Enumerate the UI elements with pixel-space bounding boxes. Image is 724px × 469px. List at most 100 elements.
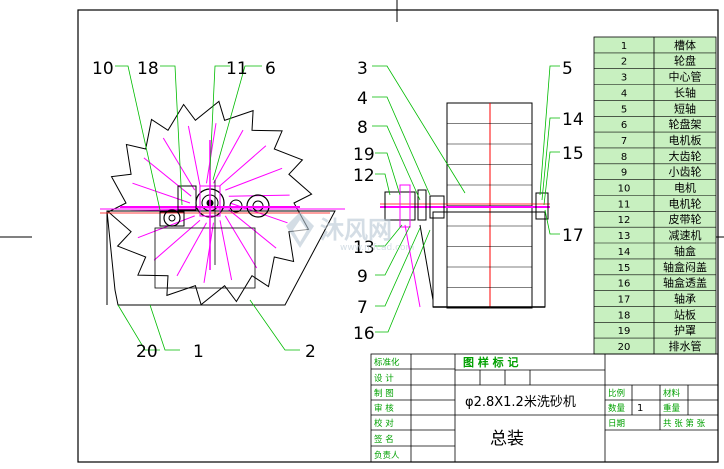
parts-name: 减速机 [669, 228, 702, 242]
wheel-bucket-line [137, 215, 195, 239]
parts-number: 16 [618, 279, 631, 290]
qty-value: 1 [637, 403, 643, 414]
watermark-url: www.mfcad.com [340, 243, 414, 253]
label-design: 设 计 [374, 373, 394, 384]
drawing-title: 总装 [490, 429, 524, 449]
parts-number: 1 [621, 41, 627, 52]
wheel-bucket-line [203, 222, 214, 283]
parts-name: 护罩 [674, 323, 696, 337]
watermark-brand: 沐风网 [320, 216, 392, 244]
label-proofread: 校 对 [374, 418, 394, 429]
parts-name: 小齿轮 [669, 165, 702, 179]
parts-number: 11 [618, 199, 631, 210]
parts-name: 中心管 [669, 70, 702, 84]
parts-number: 7 [621, 136, 627, 147]
callout-15: 15 [562, 144, 584, 164]
parts-name: 轮盘架 [669, 117, 702, 131]
callout-6: 6 [265, 59, 276, 79]
parts-name: 长轴 [674, 85, 696, 99]
callout-13: 13 [353, 238, 375, 258]
parts-name: 轮盘 [674, 54, 696, 68]
callout-3: 3 [357, 59, 368, 79]
date-label: 日期 [608, 419, 625, 429]
label-draw: 制 图 [374, 388, 394, 399]
wheel-bucket-line [153, 219, 201, 261]
tank-body [106, 210, 336, 306]
parts-number: 8 [621, 152, 627, 163]
watermark: 沐风网 www.mfcad.com [286, 212, 414, 253]
machine-name: φ2.8X1.2米洗砂机 [465, 395, 576, 410]
callout-14: 14 [562, 110, 584, 130]
parts-number: 14 [618, 247, 631, 258]
side-drive [384, 184, 549, 308]
callout-16: 16 [353, 324, 375, 344]
parts-number: 12 [618, 215, 631, 226]
parts-name: 电机板 [669, 133, 702, 147]
label-standardization: 标准化 [374, 357, 400, 368]
parts-name: 电机 [674, 181, 696, 195]
callout-9: 9 [357, 267, 368, 287]
parts-name: 排水管 [669, 339, 702, 353]
bucket-divisions [447, 123, 532, 288]
weight-label: 重量 [663, 403, 681, 414]
callout-17: 17 [562, 226, 584, 246]
parts-name: 轴盒透盖 [663, 276, 707, 290]
side-view [380, 102, 550, 309]
wheel-bucket-line [225, 167, 283, 191]
label-review: 审 核 [374, 403, 394, 414]
parts-name: 短轴 [674, 101, 696, 115]
title-block-text: 标准化 设 计 制 图 审 核 校 对 签 名 负责人 图 样 标 记 比例 材… [374, 355, 706, 461]
front-view [100, 100, 345, 306]
wheel-bucket-line [219, 145, 267, 187]
callout-10: 10 [92, 59, 114, 79]
parts-number: 6 [621, 120, 627, 131]
parts-number: 17 [618, 295, 631, 306]
sheet-label: 共 张 第 张 [663, 418, 706, 429]
parts-number: 3 [621, 73, 627, 84]
parts-name: 轴盒闷盖 [663, 260, 707, 274]
parts-name: 大齿轮 [669, 149, 702, 163]
wheel-bucket-line [176, 222, 207, 277]
parts-name: 轴盒 [674, 244, 696, 258]
callout-5: 5 [562, 59, 573, 79]
watermark-logo-icon [286, 212, 314, 248]
leader-lines [115, 65, 560, 351]
parts-number: 15 [618, 263, 631, 274]
wheel-bucket-line [162, 137, 196, 191]
wheel-bucket-line [224, 215, 258, 269]
callout-12: 12 [353, 166, 375, 186]
material-label: 材料 [663, 388, 681, 399]
wheel-bucket-line [132, 182, 191, 204]
label-signature: 签 名 [374, 434, 394, 445]
parts-number: 10 [618, 184, 631, 195]
callout-1: 1 [193, 342, 204, 362]
title-block [370, 353, 719, 463]
wheel-bucket-line [219, 220, 233, 281]
parts-number: 4 [621, 88, 627, 99]
callout-19: 19 [353, 145, 375, 165]
label-responsible: 负责人 [374, 450, 400, 461]
callout-20: 20 [136, 342, 158, 362]
wheel-bucket-line [206, 123, 217, 184]
parts-name: 轴承 [674, 292, 696, 306]
qty-label: 数量 [608, 403, 626, 414]
parts-number: 13 [618, 231, 631, 242]
wheel-bucket-line [228, 209, 277, 249]
callout-2: 2 [305, 342, 316, 362]
ratio-label: 比例 [608, 388, 625, 399]
parts-number: 5 [621, 104, 627, 115]
parts-name: 电机轮 [669, 196, 702, 210]
callout-7: 7 [357, 298, 368, 318]
wheel-bucket-line [143, 157, 192, 197]
drive-assembly [120, 140, 300, 270]
wheel-bucket-line [213, 129, 244, 184]
callout-11: 11 [226, 59, 248, 79]
parts-number: 18 [618, 310, 631, 321]
wheel-bucket-line [187, 125, 201, 186]
callout-18: 18 [137, 59, 159, 79]
parts-number: 20 [618, 342, 631, 353]
callout-8: 8 [357, 118, 368, 138]
